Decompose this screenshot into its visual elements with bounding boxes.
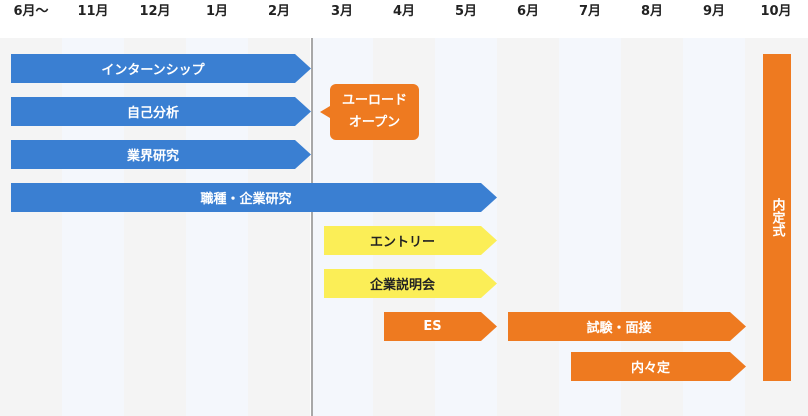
month-header: 7月 xyxy=(578,4,602,19)
euroad-open-callout: ユーロード オープン xyxy=(320,84,419,140)
bar-job-company-research: 職種・企業研究 xyxy=(11,183,497,212)
month-header: 6月〜 xyxy=(13,4,49,19)
bar-es: ES xyxy=(384,312,497,341)
month-header: 2月 xyxy=(267,4,291,19)
month-header: 6月 xyxy=(516,4,540,19)
month-header: 9月 xyxy=(702,4,726,19)
month-column xyxy=(124,38,186,416)
bar-industry-research: 業界研究 xyxy=(11,140,311,169)
month-header: 10月 xyxy=(760,4,792,19)
month-column xyxy=(497,38,559,416)
callout-line2: オープン xyxy=(348,115,401,130)
bar-exam-interview: 試験・面接 xyxy=(508,312,746,341)
month-column xyxy=(186,38,248,416)
bar-internship: インターンシップ xyxy=(11,54,311,83)
current-divider-line xyxy=(311,38,313,416)
month-header: 3月 xyxy=(330,4,354,19)
month-column xyxy=(0,38,62,416)
month-column xyxy=(62,38,124,416)
bar-company-briefing: 企業説明会 xyxy=(324,269,497,298)
bar-entry: エントリー xyxy=(324,226,497,255)
callout-line1: ユーロード xyxy=(341,93,407,108)
month-header: 8月 xyxy=(640,4,664,19)
bar-offer-ceremony: 内定式 xyxy=(763,54,791,381)
month-header: 4月 xyxy=(392,4,416,19)
bar-self-analysis: 自己分析 xyxy=(11,97,311,126)
month-header: 1月 xyxy=(205,4,229,19)
month-column xyxy=(248,38,310,416)
bar-informal-offer: 内々定 xyxy=(571,352,746,381)
month-header: 5月 xyxy=(454,4,478,19)
month-header: 11月 xyxy=(77,4,109,19)
month-header: 12月 xyxy=(139,4,171,19)
